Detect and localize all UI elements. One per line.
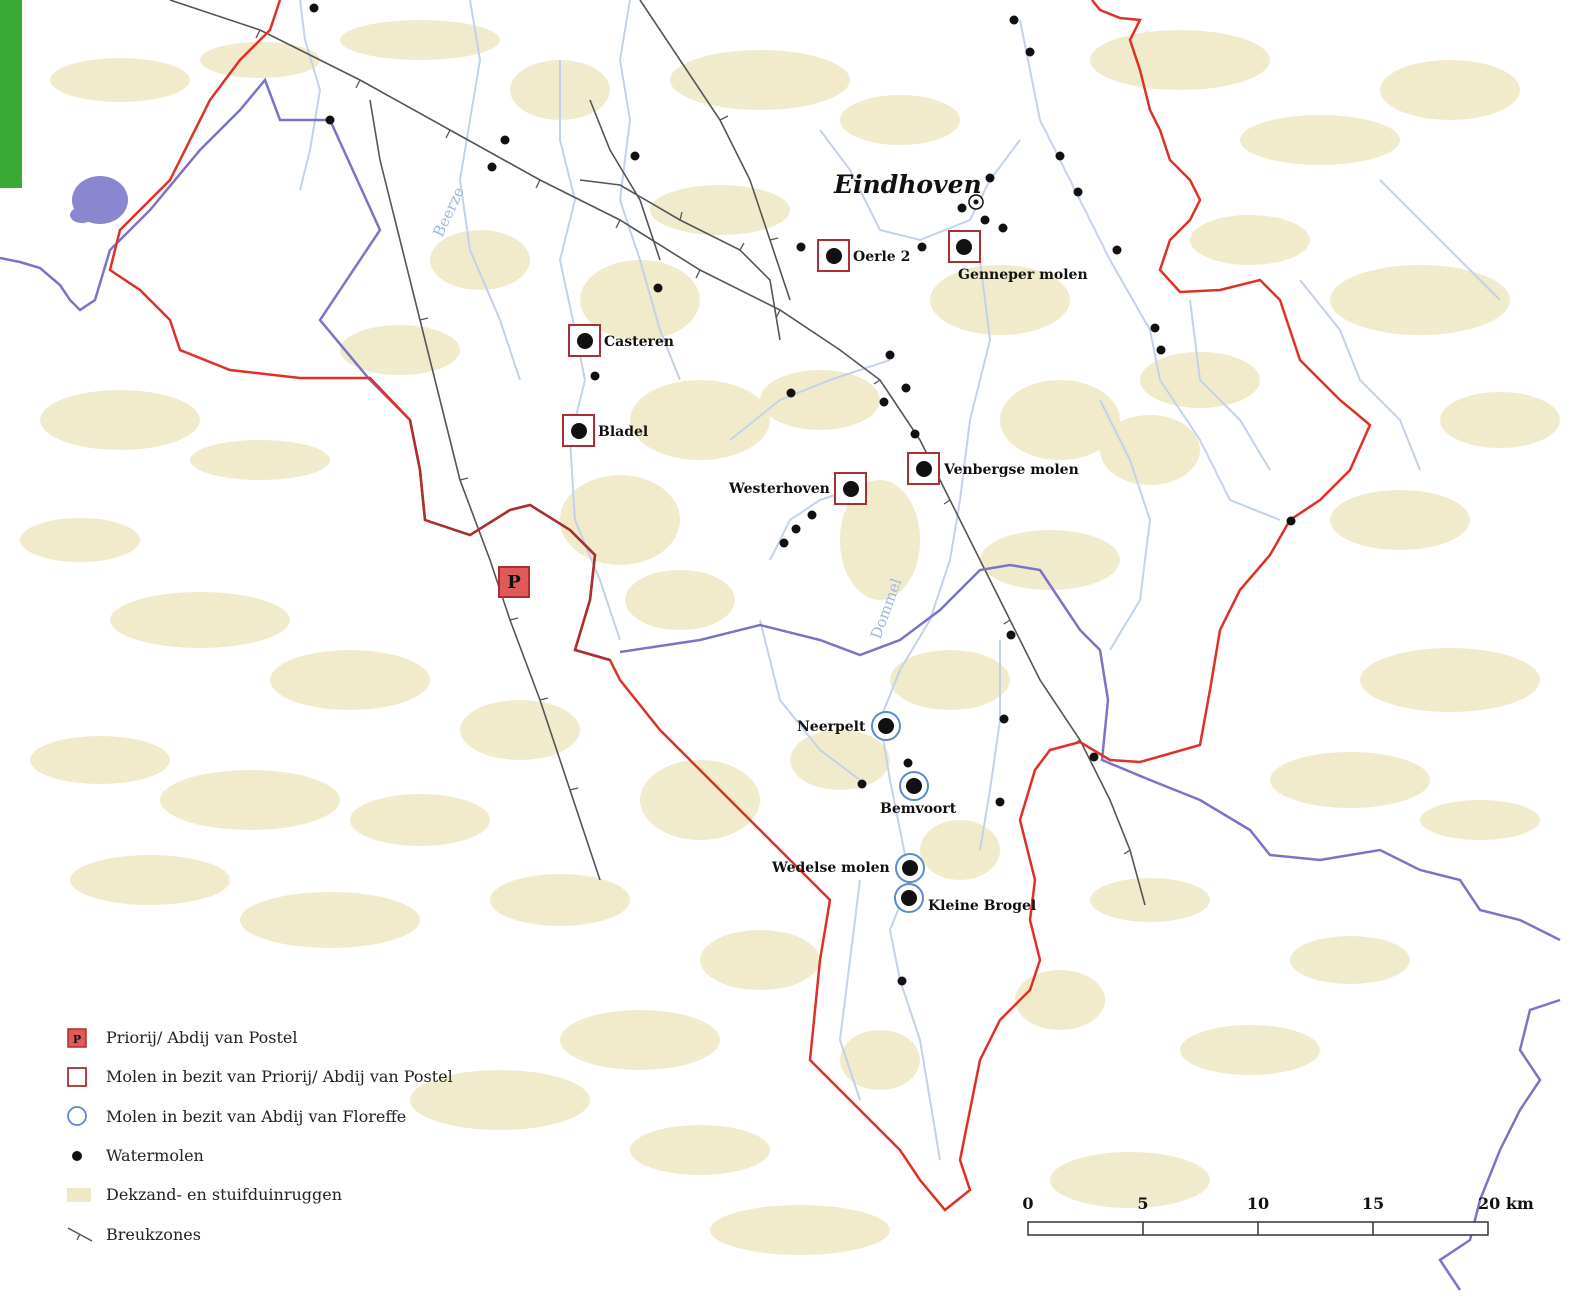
- river-label-beerze: Beerze: [429, 184, 468, 240]
- purple-river: [1438, 998, 1561, 1291]
- label-wedelse: Wedelse molen: [771, 860, 890, 876]
- red-border: [108, 0, 1372, 1212]
- legend-label: Watermolen: [106, 1146, 204, 1166]
- priory-icon: P: [66, 1026, 96, 1050]
- circle-icon: [66, 1104, 96, 1128]
- purple-border: [0, 77, 1561, 942]
- legend-label: Priorij/ Abdij van Postel: [106, 1028, 298, 1048]
- fault-line-icon: [66, 1222, 96, 1246]
- city-label-eindhoven: Eindhoven: [833, 170, 982, 199]
- legend-label: Molen in bezit van Priorij/ Abdij van Po…: [106, 1067, 453, 1087]
- label-oerle: Oerle 2: [853, 249, 910, 265]
- legend-label: Molen in bezit van Abdij van Floreffe: [106, 1106, 407, 1126]
- green-tab: [0, 0, 22, 188]
- legend-row: P Priorij/ Abdij van Postel: [66, 1018, 526, 1057]
- label-bemvoort: Bemvoort: [880, 801, 957, 817]
- label-genneper: Genneper molen: [958, 267, 1088, 283]
- svg-text:P: P: [73, 1033, 81, 1046]
- legend: P Priorij/ Abdij van Postel Molen in bez…: [66, 1018, 526, 1254]
- scale-tick-0: 0: [1022, 1194, 1033, 1213]
- scale-tick-5: 5: [1137, 1194, 1148, 1213]
- fault-ticks: [255, 29, 1131, 855]
- priory-letter: P: [507, 572, 521, 593]
- label-neerpelt: Neerpelt: [797, 719, 866, 735]
- scale-tick-20: 20 km: [1478, 1194, 1534, 1213]
- label-westerhoven: Westerhoven: [728, 481, 830, 497]
- label-venbergse: Venbergse molen: [943, 462, 1079, 478]
- square-icon: [66, 1065, 96, 1089]
- label-kleine-brogel: Kleine Brogel: [928, 898, 1036, 914]
- legend-row: Molen in bezit van Priorij/ Abdij van Po…: [66, 1057, 526, 1096]
- legend-row: Breukzones: [66, 1214, 526, 1253]
- scale-tick-15: 15: [1362, 1194, 1384, 1213]
- floreffe-mills: [871, 711, 929, 913]
- legend-label: Breukzones: [106, 1224, 201, 1244]
- legend-label: Dekzand- en stuifduinruggen: [106, 1185, 343, 1205]
- legend-row: Dekzand- en stuifduinruggen: [66, 1175, 526, 1214]
- purple-lake: [70, 176, 128, 224]
- scale-bar: 0 5 10 15 20 km: [1022, 1194, 1534, 1236]
- watermill-dots: [309, 3, 1296, 986]
- legend-row: Watermolen: [66, 1136, 526, 1175]
- sand-ridges: [20, 20, 1560, 1255]
- legend-row: Molen in bezit van Abdij van Floreffe: [66, 1097, 526, 1136]
- red-border-dark: [408, 419, 611, 662]
- eindhoven-marker: [968, 194, 984, 210]
- sand-swatch-icon: [66, 1183, 96, 1207]
- dot-icon: [66, 1144, 96, 1168]
- scale-tick-10: 10: [1247, 1194, 1269, 1213]
- postel-priory-marker: P: [498, 566, 530, 598]
- label-bladel: Bladel: [598, 424, 648, 440]
- postel-mills: [562, 230, 981, 505]
- label-casteren: Casteren: [604, 334, 674, 350]
